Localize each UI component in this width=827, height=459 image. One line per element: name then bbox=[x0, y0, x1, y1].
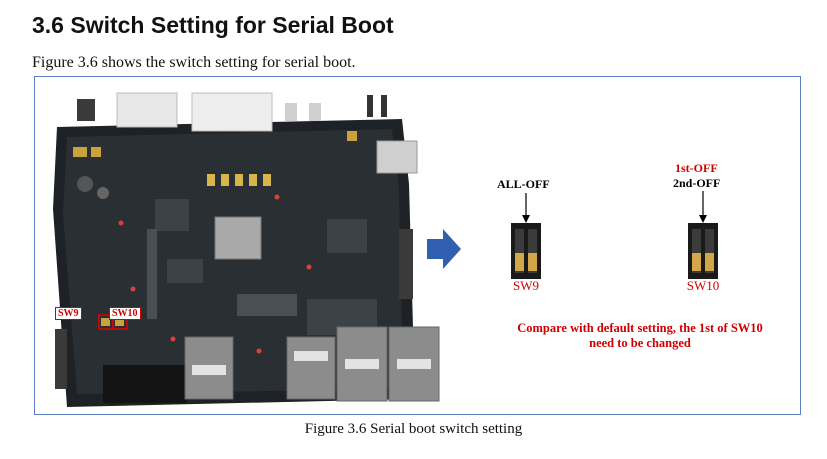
sw9-board-tag: SW9 bbox=[55, 307, 82, 320]
sw10-setting-first: 1st-OFF bbox=[675, 161, 718, 175]
sw10-switch-image bbox=[688, 223, 718, 279]
sw9-pointer-arrow bbox=[522, 193, 530, 223]
figure-caption: Figure 3.6 Serial boot switch setting bbox=[304, 421, 523, 437]
sw10-label: SW10 bbox=[687, 278, 720, 293]
sw9-label-svg: SW9 bbox=[513, 278, 539, 293]
board-photo bbox=[47, 89, 457, 407]
sw10-label-svg: SW10 bbox=[687, 278, 720, 293]
figure-frame: SW9 SW10 ALL-OFF SW9 1st-OFF 2nd-OFF SW1… bbox=[34, 76, 801, 415]
sw9-setting-label: ALL-OFF bbox=[497, 177, 550, 191]
sw9-label: SW9 bbox=[513, 278, 539, 293]
sw10-setting-second: 2nd-OFF bbox=[673, 176, 721, 190]
intro-text: Figure 3.6 shows the switch setting for … bbox=[32, 54, 356, 71]
change-note-line-1: Compare with default setting, the 1st of… bbox=[517, 321, 763, 335]
change-note: Compare with default setting, the 1st of… bbox=[475, 321, 805, 351]
change-note-line-2: need to be changed bbox=[589, 336, 691, 350]
right-arrow-icon bbox=[427, 229, 461, 269]
sw10-pointer-arrow bbox=[699, 191, 707, 223]
section-title: 3.6 Switch Setting for Serial Boot bbox=[32, 12, 394, 38]
sw10-board-tag: SW10 bbox=[109, 307, 141, 320]
sw9-switch-image bbox=[511, 223, 541, 279]
